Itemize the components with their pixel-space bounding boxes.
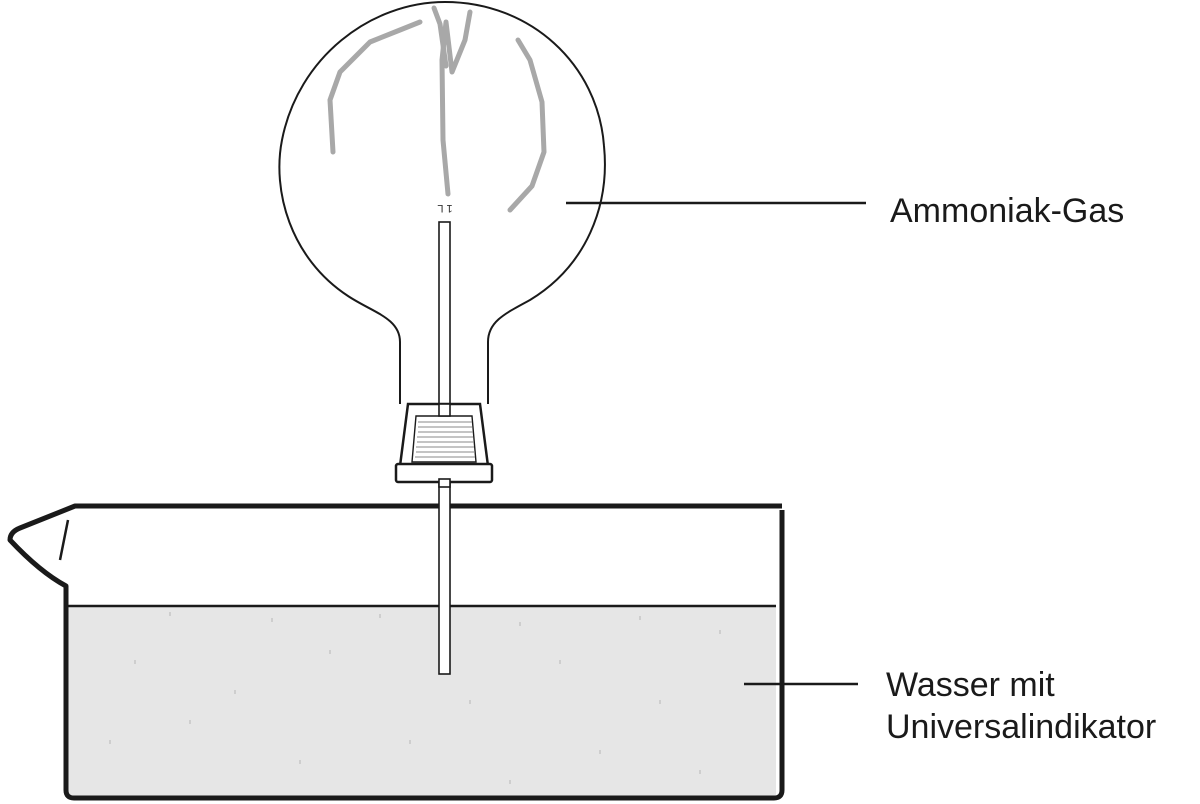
water-label-line1: Wasser mit [886,666,1055,704]
flask [278,0,606,404]
water-label-line2: Universalindikator [886,708,1156,746]
gas-label: Ammoniak-Gas [890,192,1124,230]
water-body [66,606,776,796]
fountain-jets [327,5,547,213]
rubber-stopper [394,402,494,488]
flask-volume-mark: 1 L [437,202,452,214]
water-speckles [109,612,721,784]
beaker [7,503,785,801]
beaker-spout-mark [58,519,70,561]
